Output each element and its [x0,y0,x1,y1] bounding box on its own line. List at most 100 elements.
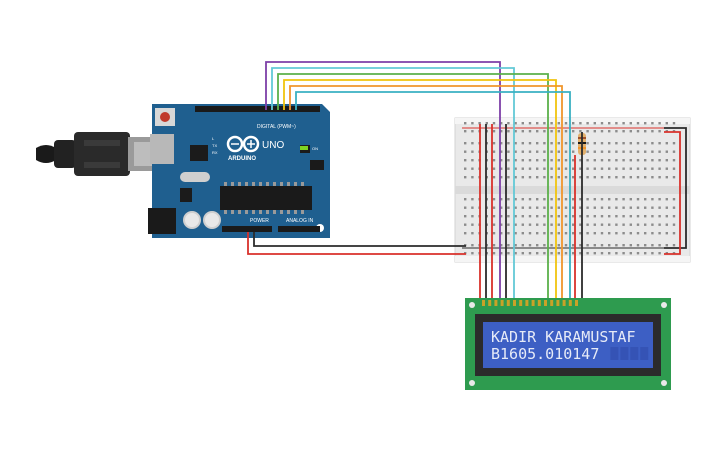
breadboard-hole[interactable] [514,198,517,201]
lcd-module[interactable]: KADIR KARAMUSTAF B1605.010147 [465,298,671,390]
breadboard-hole[interactable] [629,206,632,209]
breadboard-hole[interactable] [593,130,596,133]
breadboard-hole[interactable] [507,198,510,201]
breadboard-hole[interactable] [615,206,618,209]
breadboard-hole[interactable] [528,223,532,226]
breadboard-hole[interactable] [543,252,546,255]
breadboard-hole[interactable] [528,159,532,162]
breadboard-hole[interactable] [579,167,582,170]
breadboard-hole[interactable] [500,130,503,133]
breadboard-hole[interactable] [579,206,582,209]
breadboard-hole[interactable] [622,198,625,201]
breadboard-hole[interactable] [471,159,474,162]
breadboard-hole[interactable] [636,232,640,235]
breadboard-hole[interactable] [629,198,632,201]
breadboard-hole[interactable] [622,130,625,133]
breadboard-hole[interactable] [521,223,524,226]
breadboard-hole[interactable] [572,252,575,255]
breadboard-hole[interactable] [665,215,668,218]
breadboard-hole[interactable] [528,130,532,133]
breadboard-hole[interactable] [464,167,467,170]
breadboard-hole[interactable] [586,167,589,170]
breadboard-hole[interactable] [622,122,625,125]
breadboard-hole[interactable] [579,223,582,226]
breadboard-hole[interactable] [471,232,474,235]
breadboard-hole[interactable] [593,159,596,162]
breadboard-hole[interactable] [600,206,604,209]
breadboard-hole[interactable] [521,176,524,179]
breadboard-hole[interactable] [593,206,596,209]
breadboard-hole[interactable] [572,244,575,247]
breadboard-hole[interactable] [500,206,503,209]
breadboard-hole[interactable] [644,167,647,170]
breadboard-hole[interactable] [629,150,632,153]
breadboard-hole[interactable] [492,130,496,133]
breadboard-hole[interactable] [464,176,467,179]
breadboard-hole[interactable] [536,223,539,226]
lcd-pin[interactable] [550,300,554,306]
breadboard-hole[interactable] [658,159,661,162]
breadboard-hole[interactable] [521,252,524,255]
breadboard-hole[interactable] [536,142,539,145]
breadboard-hole[interactable] [500,198,503,201]
breadboard-hole[interactable] [464,198,467,201]
breadboard-hole[interactable] [536,244,539,247]
breadboard-hole[interactable] [608,215,611,218]
breadboard-hole[interactable] [644,150,647,153]
breadboard-hole[interactable] [464,159,467,162]
breadboard-hole[interactable] [665,232,668,235]
breadboard-hole[interactable] [672,215,676,218]
breadboard-hole[interactable] [629,252,632,255]
breadboard-hole[interactable] [543,198,546,201]
breadboard-hole[interactable] [665,176,668,179]
breadboard-hole[interactable] [622,176,625,179]
breadboard-hole[interactable] [579,252,582,255]
breadboard-hole[interactable] [658,167,661,170]
breadboard-hole[interactable] [600,159,604,162]
breadboard-hole[interactable] [507,252,510,255]
breadboard-hole[interactable] [514,244,517,247]
breadboard-hole[interactable] [600,167,604,170]
breadboard-hole[interactable] [651,198,654,201]
breadboard-hole[interactable] [644,215,647,218]
breadboard-hole[interactable] [492,223,496,226]
breadboard-hole[interactable] [593,223,596,226]
breadboard-hole[interactable] [586,252,589,255]
breadboard-hole[interactable] [608,176,611,179]
breadboard-hole[interactable] [564,122,568,125]
breadboard-hole[interactable] [622,167,625,170]
breadboard-hole[interactable] [471,167,474,170]
breadboard-hole[interactable] [564,244,568,247]
breadboard-hole[interactable] [550,252,553,255]
breadboard-hole[interactable] [658,232,661,235]
breadboard-hole[interactable] [464,215,467,218]
breadboard-hole[interactable] [500,159,503,162]
breadboard-hole[interactable] [658,176,661,179]
breadboard-hole[interactable] [528,150,532,153]
breadboard-hole[interactable] [586,130,589,133]
breadboard-hole[interactable] [521,215,524,218]
breadboard-hole[interactable] [644,244,647,247]
breadboard-hole[interactable] [557,244,560,247]
breadboard-hole[interactable] [651,150,654,153]
breadboard-hole[interactable] [557,215,560,218]
lcd-pin[interactable] [488,300,492,306]
breadboard-hole[interactable] [564,223,568,226]
breadboard-hole[interactable] [528,167,532,170]
breadboard-hole[interactable] [550,150,553,153]
breadboard-hole[interactable] [564,159,568,162]
breadboard-hole[interactable] [615,142,618,145]
lcd-pin[interactable] [562,300,566,306]
breadboard-hole[interactable] [629,232,632,235]
breadboard-hole[interactable] [629,176,632,179]
breadboard-hole[interactable] [536,122,539,125]
breadboard-hole[interactable] [608,167,611,170]
breadboard-hole[interactable] [507,244,510,247]
breadboard-hole[interactable] [586,232,589,235]
breadboard-hole[interactable] [651,206,654,209]
breadboard-hole[interactable] [658,223,661,226]
breadboard-hole[interactable] [658,150,661,153]
breadboard-hole[interactable] [636,215,640,218]
breadboard-hole[interactable] [672,142,676,145]
breadboard-hole[interactable] [492,206,496,209]
